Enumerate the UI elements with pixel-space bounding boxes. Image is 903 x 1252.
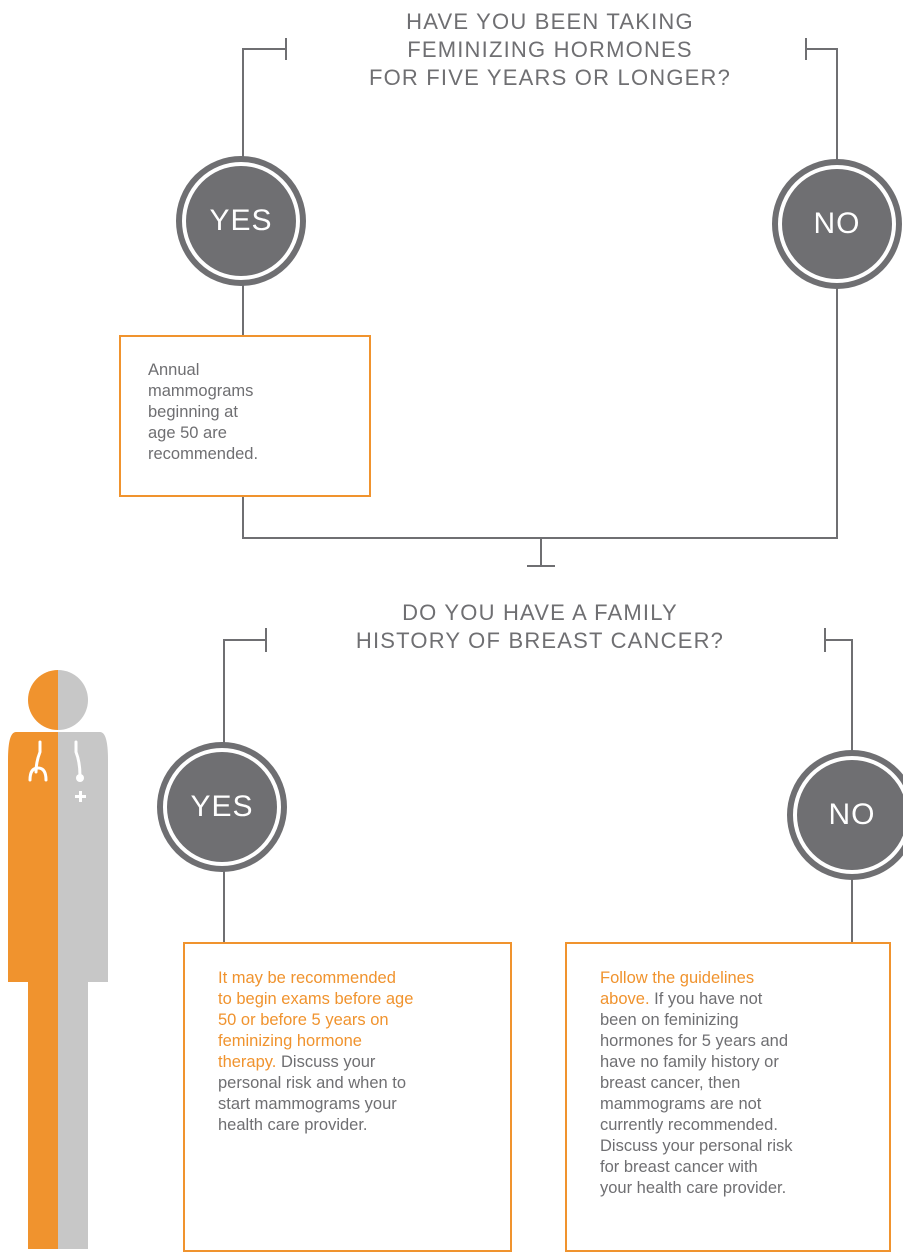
family-history-yes-box: It may be recommended to begin exams bef… <box>183 942 512 1252</box>
box2-line-8: health care provider. <box>218 1116 368 1134</box>
box2-highlight-line-2: to begin exams before age <box>218 990 414 1008</box>
question-1-line-1: HAVE YOU BEEN TAKING <box>406 9 694 34</box>
q2-yes-circle <box>157 742 287 872</box>
box3-line-9: Discuss your personal risk <box>600 1137 793 1155</box>
q2-no-circle <box>787 750 903 880</box>
q1-yes-label: YES <box>209 204 273 237</box>
box1-line-3: beginning at <box>148 403 238 421</box>
question-1-line-3: FOR FIVE YEARS OR LONGER? <box>368 65 732 90</box>
q2-left-bracket <box>223 639 266 779</box>
box3-highlight-line-1: Follow the guidelines <box>600 969 755 987</box>
box3-line-5: have no family history or <box>600 1053 779 1071</box>
question-2-line-1: DO YOU HAVE A FAMILY <box>402 600 678 625</box>
box2-line-6: personal risk and when to <box>218 1074 407 1092</box>
box3-mixed-line: above. If you have not <box>600 989 889 1010</box>
box1-line-5: recommended. <box>148 445 259 463</box>
box1-line-4: age 50 are <box>148 424 227 442</box>
box3-line-10: for breast cancer with <box>600 1158 758 1176</box>
question-2-line-2: HISTORY OF BREAST CANCER? <box>355 628 725 653</box>
q2-yes-label: YES <box>190 790 254 823</box>
q1-left-bracket <box>242 48 286 198</box>
q1-right-bracket <box>806 48 838 196</box>
box2-highlight-line-1: It may be recommended <box>218 969 396 987</box>
family-history-no-box: Follow the guidelines above. If you have… <box>565 942 891 1252</box>
box3-line-7: mammograms are not <box>600 1095 762 1113</box>
q1-no-label: NO <box>813 207 861 240</box>
box3-mixed-rest: If you have not <box>649 990 763 1008</box>
q2-no-label: NO <box>828 798 876 831</box>
box2-highlight-line-4: feminizing hormone <box>218 1032 362 1050</box>
box2-line-7: start mammograms your <box>218 1095 397 1113</box>
q1-no-circle <box>772 159 902 289</box>
box2-highlight-line-3: 50 or before 5 years on <box>218 1011 389 1029</box>
q2-right-bracket <box>825 639 853 775</box>
box2-mixed-rest: Discuss your <box>276 1053 376 1071</box>
question-2: DO YOU HAVE A FAMILY HISTORY OF BREAST C… <box>290 599 790 655</box>
question-1: HAVE YOU BEEN TAKING FEMINIZING HORMONES… <box>300 8 800 92</box>
box3-mixed-highlight: above. <box>600 990 650 1008</box>
box3-line-11: your health care provider. <box>600 1179 787 1197</box>
question-1-line-2: FEMINIZING HORMONES <box>407 37 693 62</box>
box2-mixed-line: therapy. Discuss your <box>218 1052 510 1073</box>
box1-line-2: mammograms <box>148 382 254 400</box>
box3-line-6: breast cancer, then <box>600 1074 741 1092</box>
box2-mixed-highlight: therapy. <box>218 1053 277 1071</box>
box1-line-1: Annual <box>148 361 200 379</box>
box3-line-4: hormones for 5 years and <box>600 1032 789 1050</box>
annual-mammograms-box: Annual mammograms beginning at age 50 ar… <box>119 335 371 497</box>
q1-yes-circle <box>176 156 306 286</box>
box3-line-8: currently recommended. <box>600 1116 778 1134</box>
doctor-icon <box>8 670 108 1249</box>
box3-line-3: been on feminizing <box>600 1011 739 1029</box>
